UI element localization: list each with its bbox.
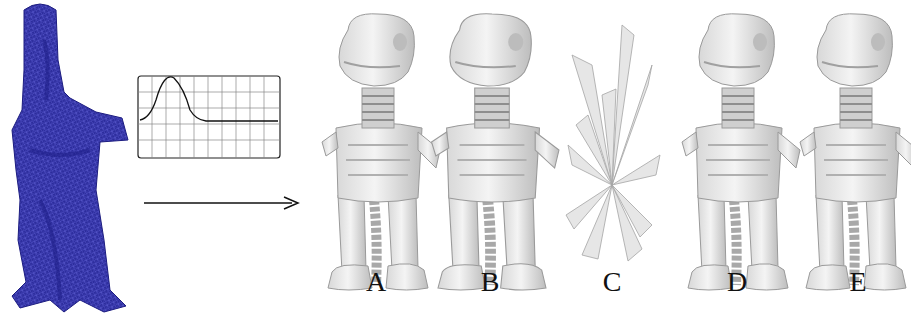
figure-label: C (603, 268, 622, 296)
figure-label: B (481, 268, 500, 296)
figure-label: D (727, 268, 747, 296)
figure-label: E (849, 268, 866, 296)
figure-label: A (366, 268, 386, 296)
